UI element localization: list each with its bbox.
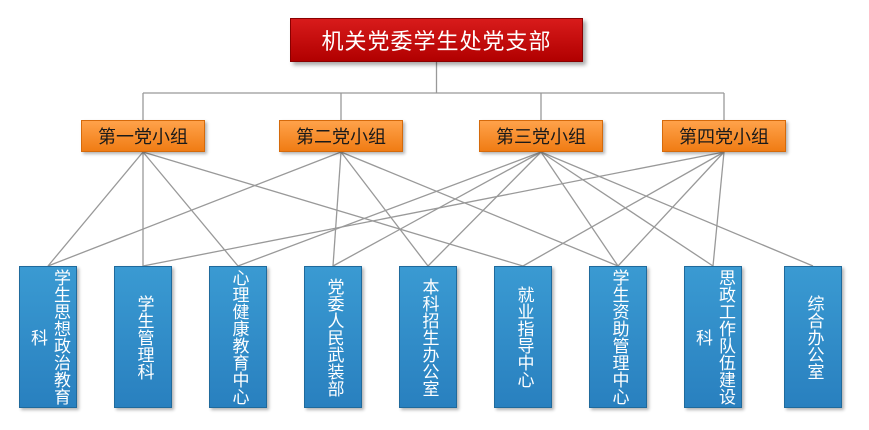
group-label: 第四党小组	[679, 127, 769, 148]
department-label: 心理健康教育中心	[228, 269, 249, 405]
group-department-link	[540, 151, 714, 267]
department-node-1: 学生思想政治教育科	[19, 266, 77, 408]
group-node-4: 第四党小组	[662, 120, 786, 152]
group-department-link	[237, 151, 542, 267]
group-department-link	[540, 151, 814, 267]
group-node-3: 第三党小组	[479, 120, 603, 152]
department-label: 综合办公室	[803, 294, 824, 380]
group-label: 第一党小组	[98, 127, 188, 148]
group-department-link	[142, 151, 524, 267]
group-department-link	[340, 151, 429, 267]
department-node-4: 党委人民武装部	[304, 266, 362, 408]
root-node: 机关党委学生处党支部	[290, 18, 583, 62]
group-department-link	[712, 151, 725, 267]
department-node-8: 思政工作队伍建设科	[684, 266, 742, 408]
department-node-6: 就业指导中心	[494, 266, 552, 408]
group-department-link	[617, 151, 725, 267]
group-department-link	[142, 151, 725, 267]
group-label: 第二党小组	[296, 127, 386, 148]
group-department-link	[427, 151, 542, 267]
group-label: 第三党小组	[496, 127, 586, 148]
department-label: 本科招生办公室	[418, 277, 439, 397]
department-node-2: 学生管理科	[114, 266, 172, 408]
group-department-link	[47, 151, 342, 267]
group-department-link	[540, 151, 619, 267]
group-department-link	[47, 151, 144, 267]
department-label: 学生资助管理中心	[608, 269, 629, 405]
group-department-link	[142, 151, 239, 267]
department-label: 就业指导中心	[513, 286, 534, 388]
group-department-link	[340, 151, 619, 267]
group-department-link	[332, 151, 542, 267]
root-label: 机关党委学生处党支部	[321, 30, 552, 55]
group-department-link	[522, 151, 725, 267]
department-node-7: 学生资助管理中心	[589, 266, 647, 408]
group-node-1: 第一党小组	[81, 120, 205, 152]
department-label: 思政工作队伍建设科	[692, 269, 735, 405]
department-label: 学生管理科	[133, 294, 154, 380]
group-department-link	[332, 151, 342, 267]
department-node-3: 心理健康教育中心	[209, 266, 267, 408]
group-node-2: 第二党小组	[279, 120, 403, 152]
department-node-5: 本科招生办公室	[399, 266, 457, 408]
department-node-9: 综合办公室	[784, 266, 842, 408]
department-label: 党委人民武装部	[323, 277, 344, 397]
department-label: 学生思想政治教育科	[27, 269, 70, 405]
